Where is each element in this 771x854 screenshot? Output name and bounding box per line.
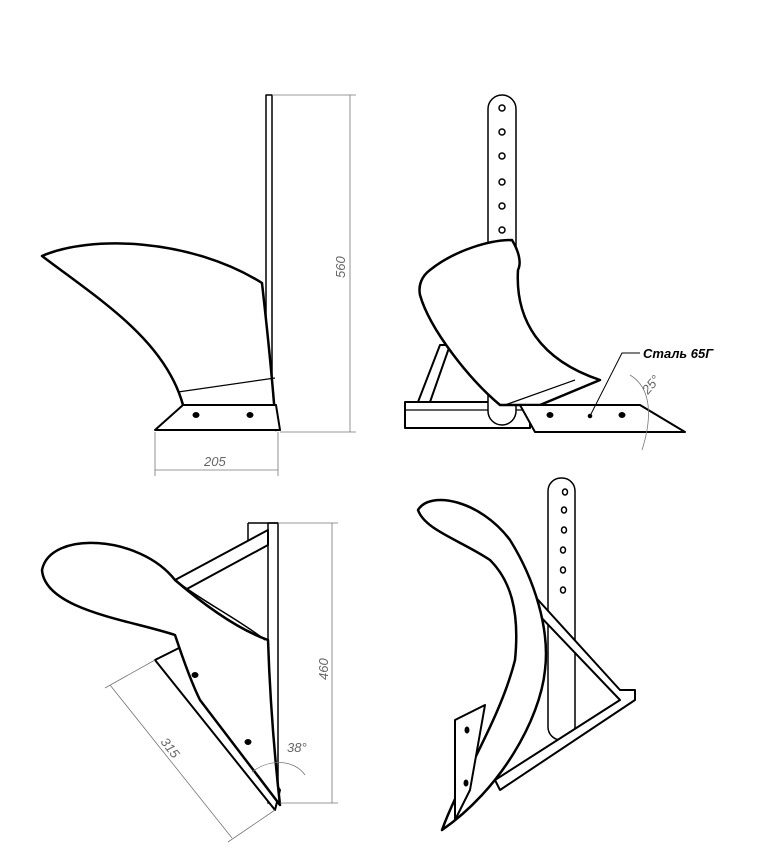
post <box>547 477 576 741</box>
isometric-view <box>416 477 636 832</box>
top-view <box>40 522 282 811</box>
material-leader <box>589 352 640 417</box>
dimension-205 <box>154 432 279 476</box>
bolt-hole <box>192 412 200 418</box>
moldboard <box>418 238 602 407</box>
material-label: Сталь 65Г <box>643 346 714 361</box>
dimension-560-label: 560 <box>333 256 348 278</box>
share-plate <box>454 704 486 821</box>
frame-brace <box>417 344 451 403</box>
moldboard <box>40 242 278 432</box>
angle-arc-25 <box>629 374 649 451</box>
side-view <box>40 94 281 432</box>
moldboard <box>416 498 548 832</box>
moldboard <box>40 541 282 807</box>
post-holes <box>559 488 569 594</box>
front-view <box>404 94 686 451</box>
dimension-205-label: 205 <box>203 454 226 469</box>
frame-brace <box>174 529 269 591</box>
bolt-hole <box>246 412 254 418</box>
dimension-315-label: 315 <box>158 735 184 762</box>
angle-25-label: 25° <box>638 372 663 397</box>
angle-38-label: 38° <box>287 740 307 755</box>
dimension-460 <box>278 522 338 804</box>
share-plate <box>154 644 281 811</box>
post-holes <box>498 104 506 234</box>
dimension-460-label: 460 <box>316 658 331 680</box>
dimension-315 <box>104 659 306 843</box>
dimension-560 <box>272 94 356 433</box>
frame <box>494 579 636 791</box>
share-plate <box>154 404 281 431</box>
share-blade <box>519 404 686 433</box>
